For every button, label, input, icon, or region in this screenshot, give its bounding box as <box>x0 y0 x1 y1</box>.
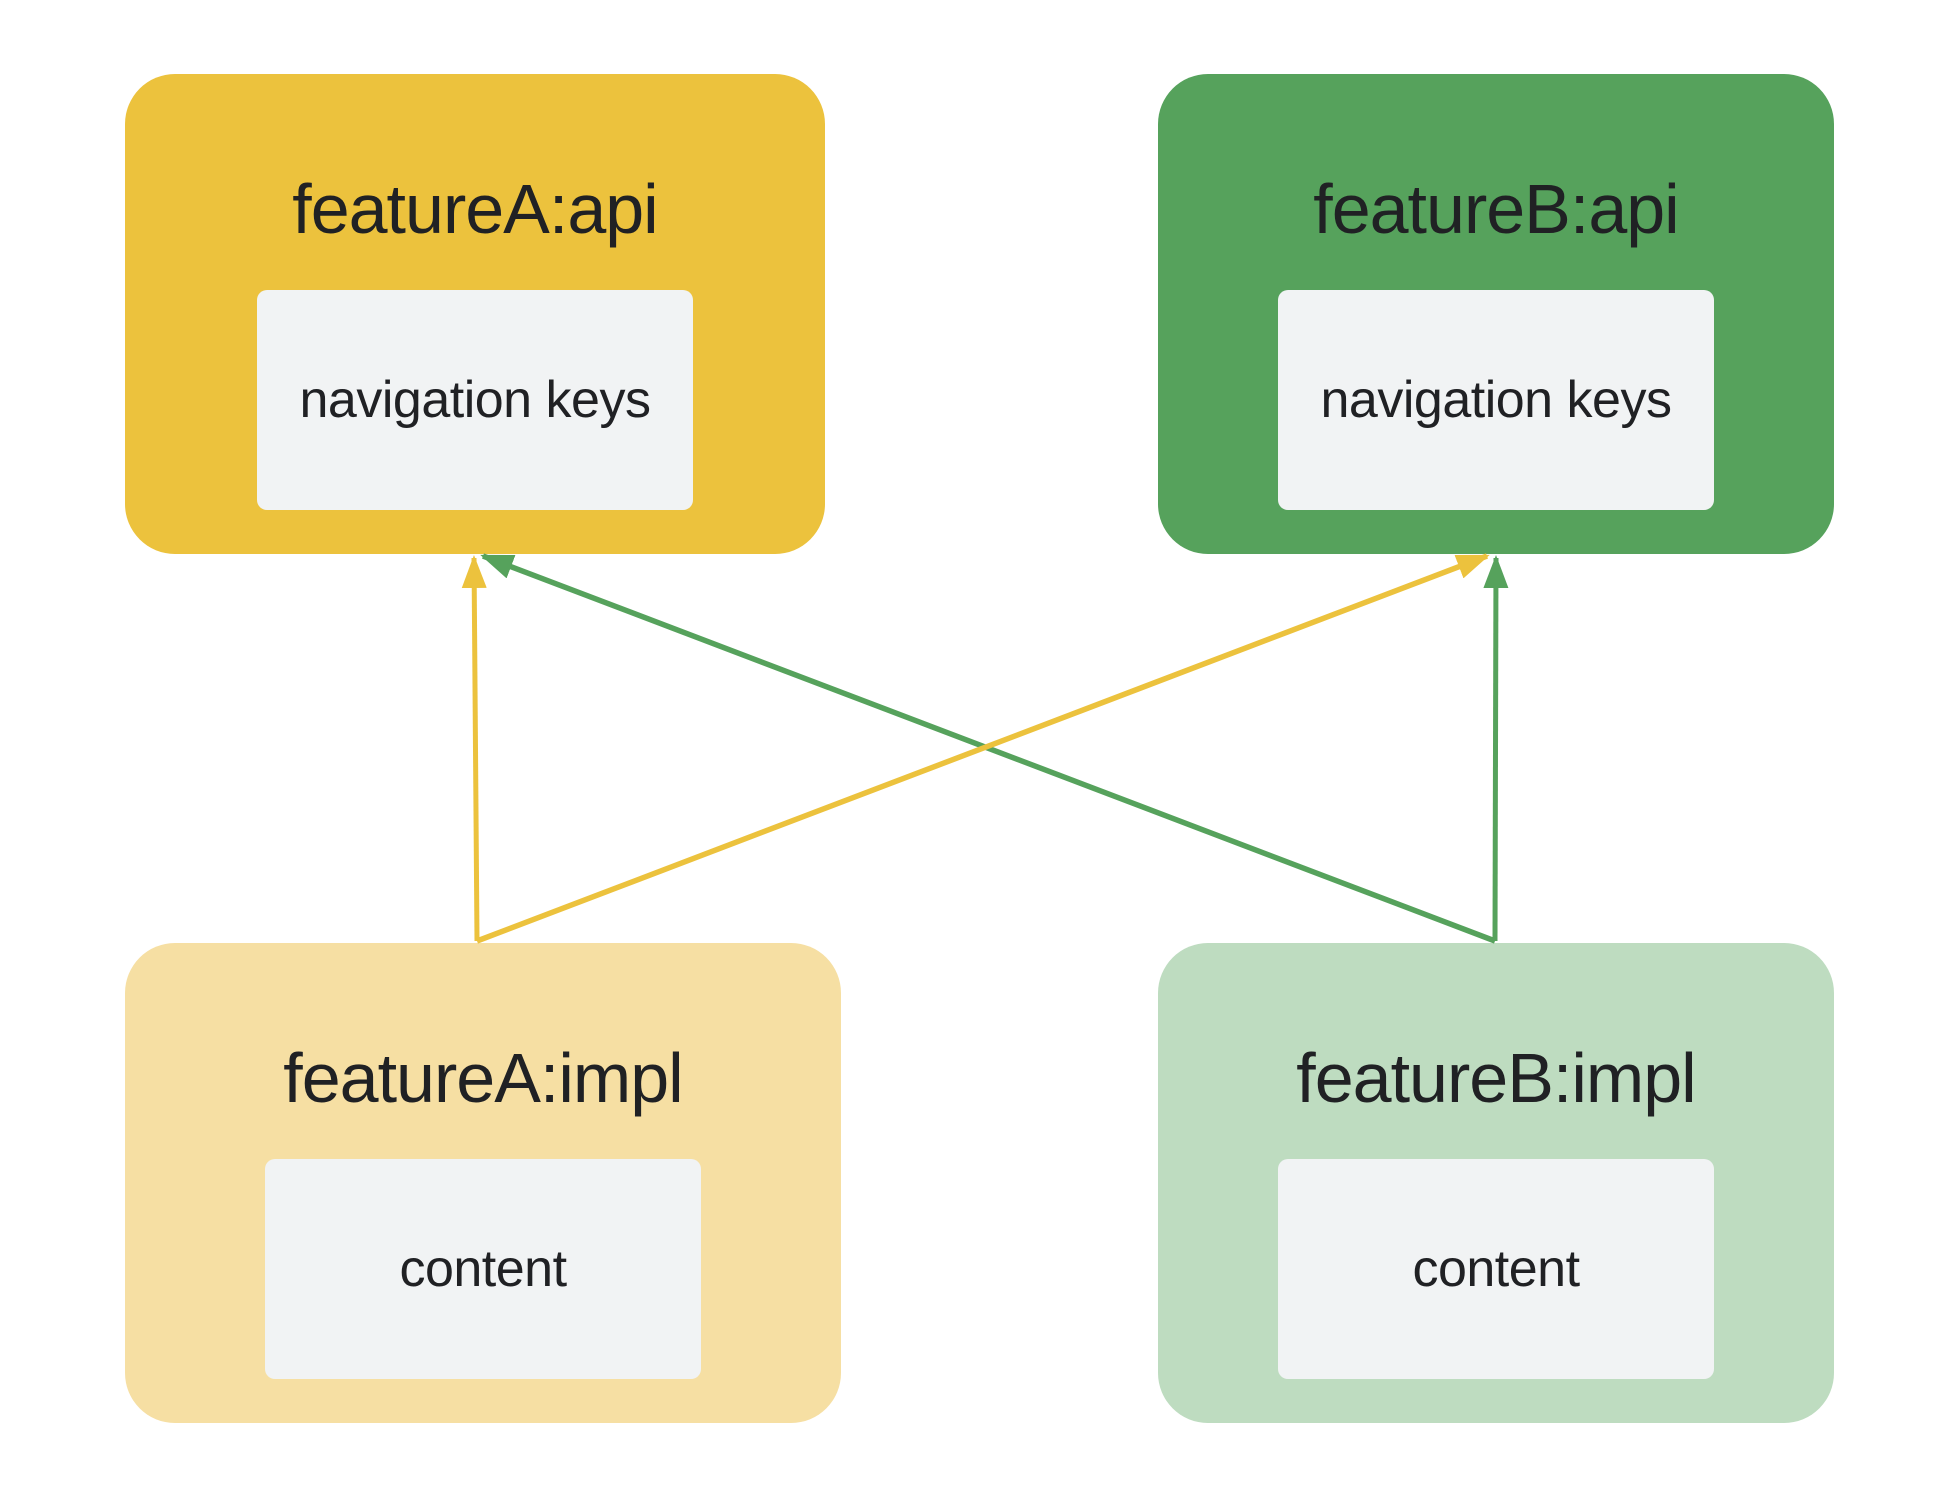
navigation-keys-label: navigation keys <box>299 371 651 429</box>
module-featureb-api: featureB:api navigation keys <box>1158 74 1834 554</box>
navigation-keys-chip: navigation keys <box>1278 290 1714 510</box>
content-chip: content <box>265 1159 701 1379</box>
arrow-featureb-impl-to-featurea-api <box>480 553 1496 944</box>
navigation-keys-label: navigation keys <box>1320 371 1672 429</box>
content-label: content <box>399 1240 567 1298</box>
content-chip: content <box>1278 1159 1714 1379</box>
module-featurea-impl: featureA:impl content <box>125 943 841 1423</box>
arrow-featurea-impl-to-featureb-api <box>476 553 1490 944</box>
navigation-keys-chip: navigation keys <box>257 290 693 510</box>
module-featureb-impl: featureB:impl content <box>1158 943 1834 1423</box>
module-featurea-impl-title: featureA:impl <box>283 1039 683 1117</box>
module-featurea-api-title: featureA:api <box>292 170 658 248</box>
module-featurea-api: featureA:api navigation keys <box>125 74 825 554</box>
arrow-featureb-impl-to-featureb-api <box>1483 555 1509 942</box>
arrow-featurea-impl-to-featurea-api <box>461 555 487 942</box>
content-label: content <box>1412 1240 1580 1298</box>
module-featureb-api-title: featureB:api <box>1313 170 1679 248</box>
module-featureb-impl-title: featureB:impl <box>1296 1039 1696 1117</box>
